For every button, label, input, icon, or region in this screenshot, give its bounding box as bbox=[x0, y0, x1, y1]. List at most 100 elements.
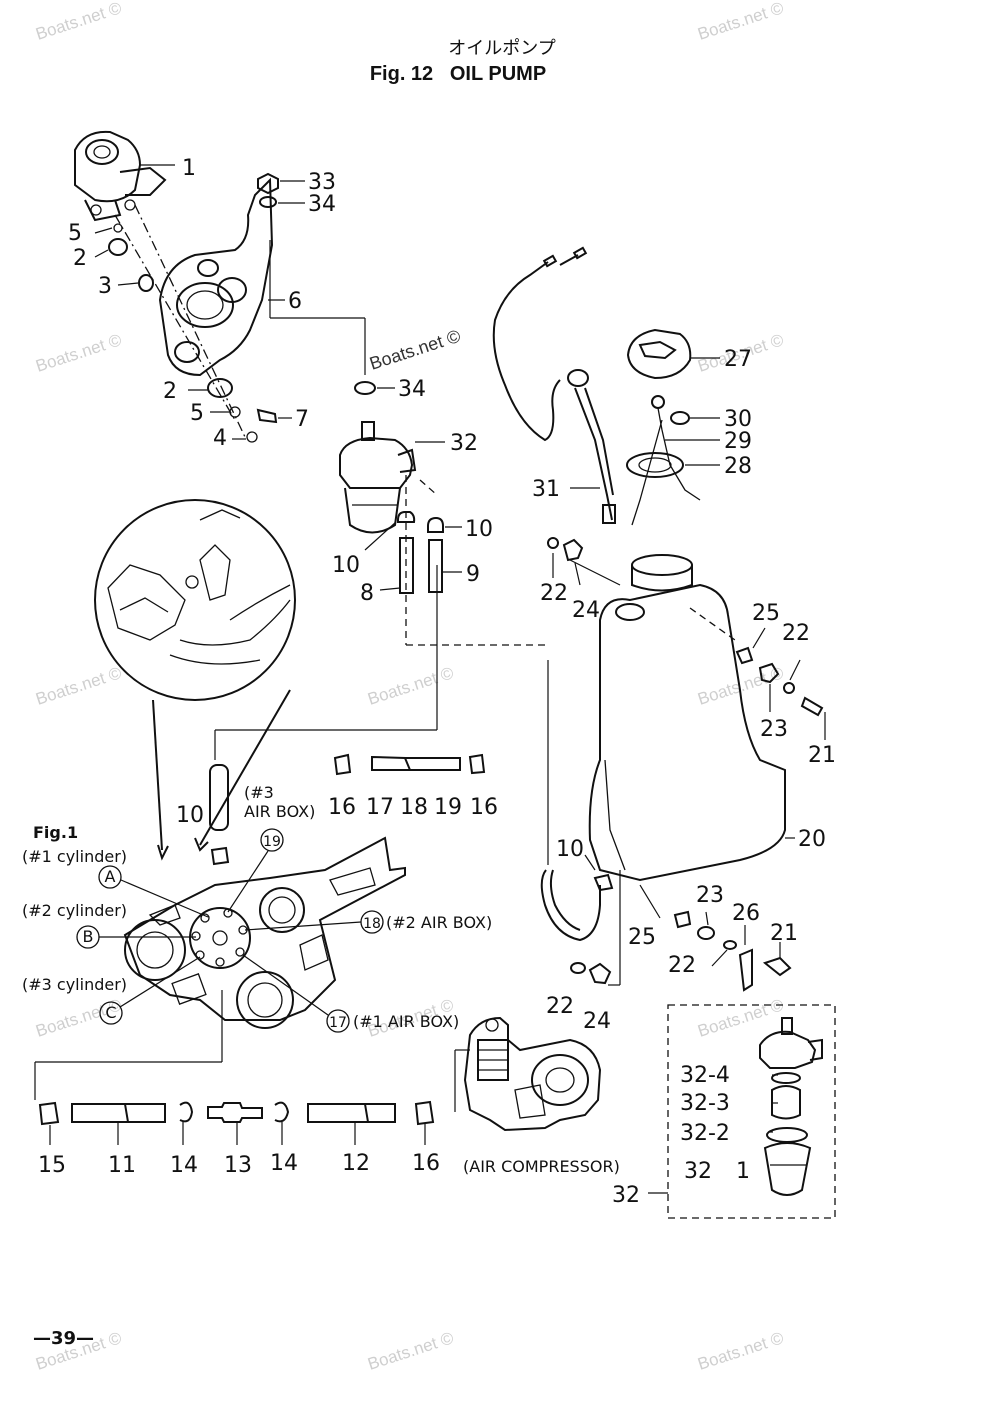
callout-numbers: 1 5 2 3 6 2 5 4 7 33 34 34 32 10 10 8 9 … bbox=[38, 156, 836, 1208]
callout-2: 2 bbox=[73, 246, 87, 271]
air-box-3-line2: AIR BOX) bbox=[244, 802, 315, 821]
callout-15: 15 bbox=[38, 1153, 66, 1178]
callout-27: 27 bbox=[724, 347, 752, 372]
page-number: —39— bbox=[33, 1328, 94, 1349]
callout-32c: 32 bbox=[612, 1183, 640, 1208]
detail-view-circle bbox=[94, 499, 296, 861]
callout-14a: 14 bbox=[170, 1153, 198, 1178]
air-box-2-label: (#2 AIR BOX) bbox=[386, 913, 492, 932]
callout-32-1: 1 bbox=[736, 1159, 750, 1184]
oil-tank-20 bbox=[569, 554, 795, 882]
callout-32-3: 32-3 bbox=[680, 1091, 730, 1116]
callout-12: 12 bbox=[342, 1151, 370, 1176]
circle-17-label: 17 bbox=[329, 1015, 347, 1031]
oil-filter-32 bbox=[214, 421, 545, 760]
callout-10b: 10 bbox=[465, 517, 493, 542]
callout-20: 20 bbox=[798, 827, 826, 852]
callout-7: 7 bbox=[295, 407, 309, 432]
callout-6: 6 bbox=[288, 289, 302, 314]
dipstick-31 bbox=[567, 369, 616, 524]
callout-5b: 5 bbox=[190, 401, 204, 426]
callout-25a: 25 bbox=[752, 601, 780, 626]
callout-17: 17 bbox=[366, 795, 394, 820]
watermark: Boats.net © bbox=[365, 1328, 456, 1374]
fig1-callouts: A B C 19 18 17 bbox=[34, 828, 384, 1100]
air-compressor-label: (AIR COMPRESSOR) bbox=[463, 1157, 620, 1176]
circle-18-label: 18 bbox=[363, 916, 381, 932]
callout-2b: 2 bbox=[163, 379, 177, 404]
callout-32: 32 bbox=[450, 431, 478, 456]
callout-28: 28 bbox=[724, 454, 752, 479]
callout-30: 30 bbox=[724, 407, 752, 432]
watermark: Boats.net © bbox=[365, 663, 456, 709]
bottom-hose-parts bbox=[38, 1100, 435, 1145]
watermark: Boats.net © bbox=[33, 330, 124, 376]
air-compressor bbox=[454, 1016, 602, 1132]
callout-10c: 10 bbox=[556, 837, 584, 862]
tank-cap-assembly bbox=[626, 328, 720, 526]
wire-harness bbox=[492, 246, 588, 442]
crankcase-cover-plate bbox=[123, 836, 406, 1029]
watermark: Boats.net © bbox=[33, 0, 124, 44]
callout-22c: 22 bbox=[668, 953, 696, 978]
title-japanese: オイルポンプ bbox=[448, 38, 555, 59]
callout-24a: 24 bbox=[572, 598, 600, 623]
callout-3: 3 bbox=[98, 274, 112, 299]
callout-22d: 22 bbox=[546, 994, 574, 1019]
nut-washer-33-34 bbox=[257, 172, 395, 395]
callout-8: 8 bbox=[360, 581, 374, 606]
callout-23a: 23 bbox=[760, 717, 788, 742]
callout-25b: 25 bbox=[628, 925, 656, 950]
callout-14b: 14 bbox=[270, 1151, 298, 1176]
watermark-center: Boats.net © bbox=[367, 326, 463, 374]
callout-26: 26 bbox=[732, 901, 760, 926]
circle-a-label: A bbox=[105, 867, 116, 886]
callout-10a: 10 bbox=[332, 553, 360, 578]
callout-34: 34 bbox=[308, 192, 336, 217]
callout-22b: 22 bbox=[782, 621, 810, 646]
circle-b-label: B bbox=[83, 927, 94, 946]
oil-pump-assembly bbox=[74, 130, 292, 443]
inset-labels: Fig.1 (#1 cylinder) (#2 cylinder) (#3 cy… bbox=[22, 783, 620, 1176]
callout-24b: 24 bbox=[583, 1009, 611, 1034]
tank-fasteners bbox=[547, 537, 826, 740]
callout-18: 18 bbox=[400, 795, 428, 820]
cylinder-2-label: (#2 cylinder) bbox=[22, 901, 127, 920]
air-box-1-label: (#1 AIR BOX) bbox=[353, 1012, 459, 1031]
callout-21b: 21 bbox=[770, 921, 798, 946]
hose-parts-16-19 bbox=[333, 753, 486, 776]
callout-32-4: 32-4 bbox=[680, 1063, 730, 1088]
callout-22a: 22 bbox=[540, 581, 568, 606]
callout-19: 19 bbox=[434, 795, 462, 820]
callout-32b: 32 bbox=[684, 1159, 712, 1184]
callout-13: 13 bbox=[224, 1153, 252, 1178]
callout-16a: 16 bbox=[328, 795, 356, 820]
cylinder-1-label: (#1 cylinder) bbox=[22, 847, 127, 866]
hose-10-airbox bbox=[209, 764, 230, 866]
fig1-label: Fig.1 bbox=[33, 823, 78, 842]
callout-16c: 16 bbox=[412, 1151, 440, 1176]
cylinder-3-label: (#3 cylinder) bbox=[22, 975, 127, 994]
tank-lower-fasteners bbox=[540, 660, 792, 992]
watermark: Boats.net © bbox=[695, 1328, 786, 1374]
callout-29: 29 bbox=[724, 429, 752, 454]
callout-11: 11 bbox=[108, 1153, 136, 1178]
circle-c-label: C bbox=[105, 1003, 116, 1022]
callout-21a: 21 bbox=[808, 743, 836, 768]
callout-32-2: 32-2 bbox=[680, 1121, 730, 1146]
callout-23b: 23 bbox=[696, 883, 724, 908]
hose-parts-8-9-10 bbox=[364, 511, 462, 594]
callout-10d: 10 bbox=[176, 803, 204, 828]
watermark: Boats.net © bbox=[695, 0, 786, 44]
callout-16b: 16 bbox=[470, 795, 498, 820]
page-title: Fig. 12 OIL PUMP bbox=[370, 63, 546, 85]
callout-34b: 34 bbox=[398, 377, 426, 402]
callout-33: 33 bbox=[308, 170, 336, 195]
circle-19-label: 19 bbox=[263, 834, 281, 850]
callout-31: 31 bbox=[532, 477, 560, 502]
callout-5: 5 bbox=[68, 221, 82, 246]
air-box-3-line1: (#3 bbox=[244, 783, 274, 802]
callout-9: 9 bbox=[466, 562, 480, 587]
